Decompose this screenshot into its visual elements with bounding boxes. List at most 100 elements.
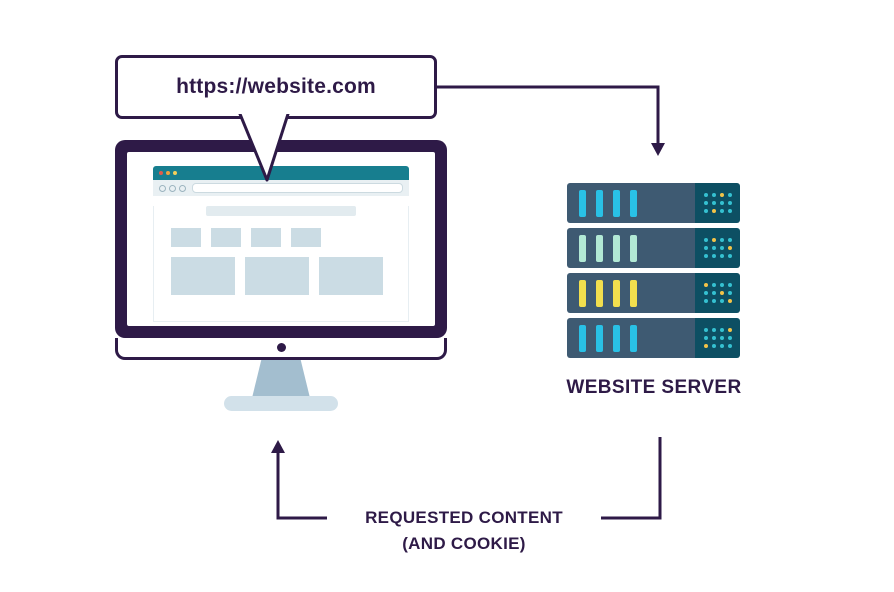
- server-label: WEBSITE SERVER: [566, 377, 742, 398]
- browser-content: [153, 206, 409, 322]
- thumbnail-block: [211, 228, 241, 247]
- server-unit-panel: [695, 318, 740, 358]
- server-dot: [727, 291, 732, 295]
- server-bar: [630, 234, 637, 262]
- server-dot: [703, 209, 708, 213]
- browser-toolbar: [153, 180, 409, 196]
- url-text: https://website.com: [176, 75, 376, 98]
- thumbnail-block: [171, 228, 201, 247]
- server-bar: [596, 234, 603, 262]
- content-block: [319, 257, 383, 295]
- server-bar: [596, 189, 603, 217]
- server-rack: [567, 183, 740, 358]
- monitor-screen: [127, 152, 435, 326]
- server-dot: [727, 193, 732, 197]
- server-unit: [567, 228, 740, 268]
- server-dot: [719, 299, 724, 303]
- request-arrow: [437, 85, 660, 143]
- server-dot: [703, 193, 708, 197]
- server-dot: [703, 254, 708, 258]
- server-unit-front: [567, 183, 695, 223]
- refresh-icon: [179, 184, 186, 192]
- server-bar: [596, 324, 603, 352]
- server-dot: [727, 254, 732, 258]
- server-bar: [630, 279, 637, 307]
- server-bar: [613, 279, 620, 307]
- server-dot: [719, 246, 724, 250]
- window-control-icon: [173, 171, 177, 175]
- back-icon: [159, 184, 166, 192]
- window-control-icon: [159, 171, 163, 175]
- monitor-stand-neck: [252, 360, 310, 398]
- server-dot: [703, 336, 708, 340]
- thumbnail-row: [154, 216, 408, 247]
- server-dot: [711, 336, 716, 340]
- server-dot: [703, 238, 708, 242]
- monitor-chin: [115, 338, 447, 360]
- return-label: REQUESTED CONTENT (AND COOKIE): [333, 505, 595, 557]
- server-unit-front: [567, 318, 695, 358]
- server-dot: [727, 283, 732, 287]
- server-dot: [703, 344, 708, 348]
- server-dot: [719, 291, 724, 295]
- server-dot: [703, 299, 708, 303]
- thumbnail-block: [251, 228, 281, 247]
- monitor-bezel: [115, 140, 447, 338]
- content-row: [154, 247, 408, 295]
- arrowhead-up-icon: [271, 440, 285, 453]
- server-bar: [579, 324, 586, 352]
- forward-icon: [169, 184, 176, 192]
- server-unit: [567, 183, 740, 223]
- response-arrow-right: [601, 437, 662, 520]
- server-dot: [711, 299, 716, 303]
- server-dot: [711, 238, 716, 242]
- server-bar: [613, 189, 620, 217]
- server-unit: [567, 318, 740, 358]
- server-dot: [703, 283, 708, 287]
- arrowhead-down-icon: [651, 143, 665, 156]
- server-bar: [613, 324, 620, 352]
- server-dot: [703, 328, 708, 332]
- server-unit-panel: [695, 183, 740, 223]
- server-bar: [630, 324, 637, 352]
- server-dot: [727, 238, 732, 242]
- server-unit: [567, 273, 740, 313]
- server-dot: [719, 209, 724, 213]
- return-label-line1: REQUESTED CONTENT: [365, 508, 563, 527]
- server-dot: [727, 336, 732, 340]
- content-block: [245, 257, 309, 295]
- server-dot: [719, 254, 724, 258]
- server-dot: [719, 283, 724, 287]
- camera-dot: [276, 343, 286, 352]
- server-bar: [579, 189, 586, 217]
- server-dot: [711, 193, 716, 197]
- server-dot: [719, 238, 724, 242]
- server-dot: [719, 193, 724, 197]
- server-dot: [711, 246, 716, 250]
- server-unit-front: [567, 228, 695, 268]
- server-dot: [711, 328, 716, 332]
- server-dot: [711, 283, 716, 287]
- server-dot: [711, 201, 716, 205]
- server-dot: [727, 201, 732, 205]
- server-dot: [711, 209, 716, 213]
- server-dot: [727, 246, 732, 250]
- server-dot: [719, 201, 724, 205]
- return-label-line2: (AND COOKIE): [402, 534, 526, 553]
- server-dot: [719, 344, 724, 348]
- server-dot: [703, 291, 708, 295]
- server-dot: [727, 344, 732, 348]
- server-unit-front: [567, 273, 695, 313]
- server-bar: [579, 234, 586, 262]
- content-block: [171, 257, 235, 295]
- server-unit-panel: [695, 228, 740, 268]
- server-dot: [711, 344, 716, 348]
- server-bar: [613, 234, 620, 262]
- speech-bubble-tail: [238, 114, 290, 182]
- window-control-icon: [166, 171, 170, 175]
- thumbnail-block: [291, 228, 321, 247]
- server-bar: [579, 279, 586, 307]
- server-dot: [719, 336, 724, 340]
- server-dot: [703, 201, 708, 205]
